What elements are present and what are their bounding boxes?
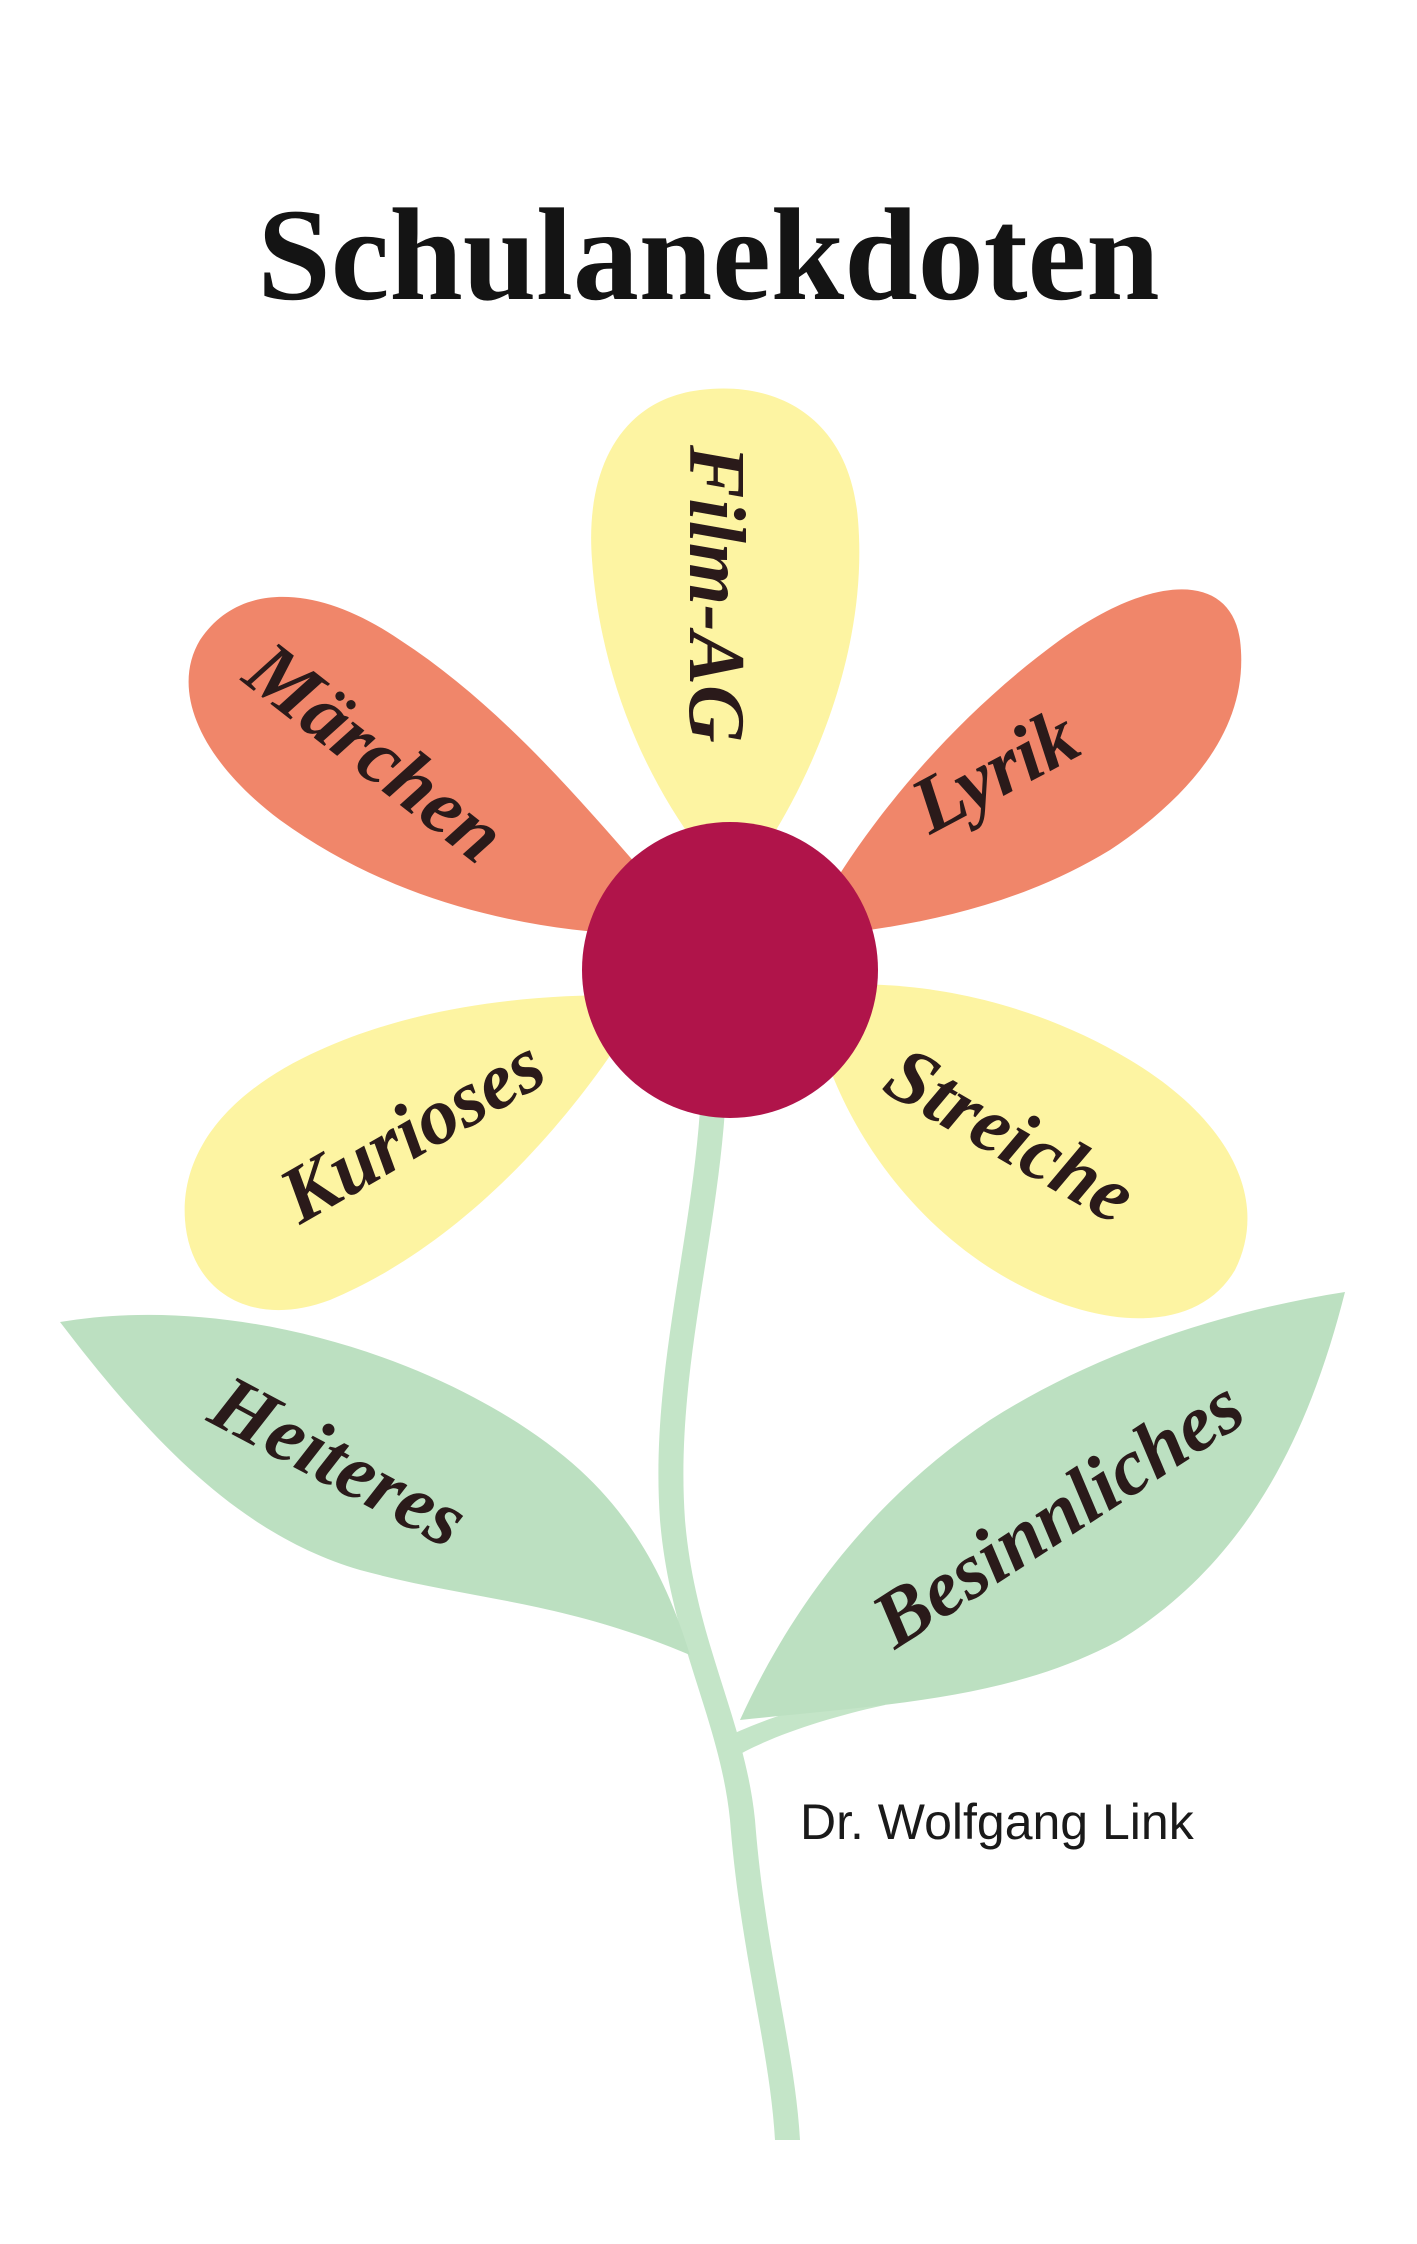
petal-lower-right: [820, 984, 1248, 1319]
book-title: Schulanekdoten: [257, 181, 1160, 328]
stem: [658, 1110, 800, 2140]
leaf-right: [740, 1292, 1345, 1720]
flower-center: [582, 822, 878, 1118]
petal-top: [591, 388, 860, 850]
petal-upper-left: [188, 596, 650, 935]
petal-upper-right: [810, 589, 1242, 935]
petal-label-film-ag: Film-AG: [672, 444, 760, 743]
petal-lower-left: [184, 995, 641, 1311]
author-name: Dr. Wolfgang Link: [800, 1794, 1194, 1850]
leaf-left: [60, 1314, 690, 1655]
